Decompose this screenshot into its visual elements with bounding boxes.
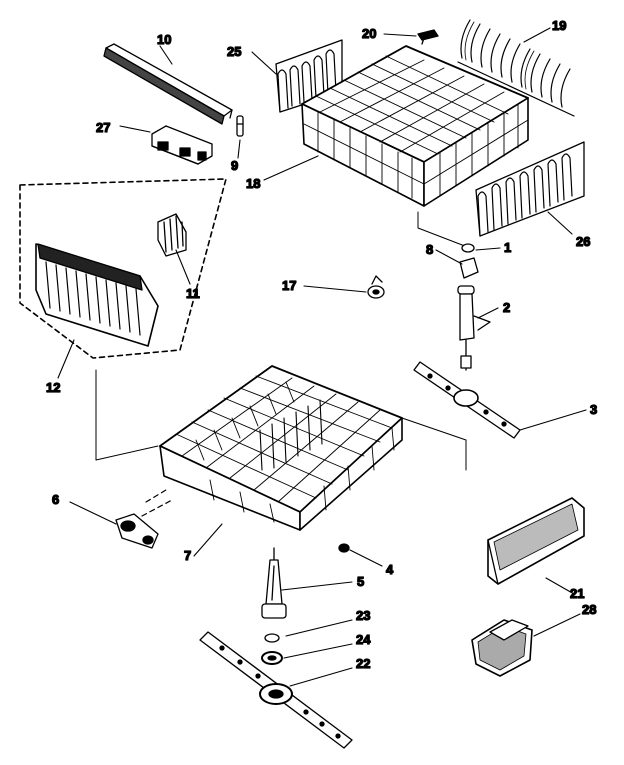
part-label-17: 17 bbox=[282, 278, 296, 293]
part-label-10: 11 bbox=[186, 286, 200, 301]
part-label-6: 6 bbox=[52, 492, 59, 507]
part-label-26: 26 bbox=[576, 234, 590, 249]
leader-lines bbox=[57, 27, 587, 687]
part-label-19: 19 bbox=[552, 18, 566, 33]
rack-pin-part bbox=[236, 115, 244, 137]
part-label-24: 24 bbox=[356, 632, 371, 647]
small-basket-part bbox=[471, 619, 533, 677]
upper-rack-tine-row-part bbox=[457, 19, 575, 117]
upper-rack-part bbox=[301, 45, 529, 249]
nut-part bbox=[338, 543, 350, 553]
part-label-3: 3 bbox=[590, 402, 597, 417]
rack-clip-part bbox=[151, 125, 213, 165]
part-label-25: 25 bbox=[227, 44, 241, 59]
part-label-12: 10 bbox=[157, 32, 171, 47]
silverware-basket-side-part bbox=[35, 243, 159, 347]
part-label-1: 1 bbox=[504, 240, 511, 255]
lower-spray-arm-assembly-part bbox=[199, 547, 353, 749]
rack-roller-part bbox=[115, 513, 159, 549]
part-label-23: 23 bbox=[356, 608, 370, 623]
part-label-20: 20 bbox=[362, 26, 376, 41]
part-label-7: 7 bbox=[184, 548, 191, 563]
assembly-boundary-9 bbox=[19, 178, 227, 359]
part-label-27: 27 bbox=[96, 120, 110, 135]
fitting-part bbox=[367, 275, 385, 299]
silverware-basket-part bbox=[487, 497, 585, 585]
part-label-28: 28 bbox=[582, 602, 596, 617]
basket-divider-part bbox=[157, 213, 187, 257]
part-label-2: 2 bbox=[503, 300, 510, 315]
upper-rack-right-side-rack-part bbox=[475, 141, 585, 237]
part-label-11: 9 bbox=[231, 158, 238, 173]
lower-rack-part bbox=[95, 365, 467, 531]
part-label-8: 8 bbox=[426, 242, 433, 257]
part-label-5: 5 bbox=[357, 574, 364, 589]
part-label-22: 22 bbox=[356, 656, 370, 671]
upper-spray-arm-assembly-part bbox=[413, 243, 521, 439]
part-label-4: 4 bbox=[386, 562, 394, 577]
part-labels: 10 27 9 25 20 19 18 26 8 1 2 17 3 11 12 … bbox=[45, 17, 598, 671]
rack-rail-part bbox=[103, 43, 233, 125]
tine-clip-part bbox=[417, 29, 439, 45]
part-label-18: 18 bbox=[246, 176, 260, 191]
part-label-9: 12 bbox=[46, 380, 60, 395]
part-label-21: 21 bbox=[570, 586, 584, 601]
